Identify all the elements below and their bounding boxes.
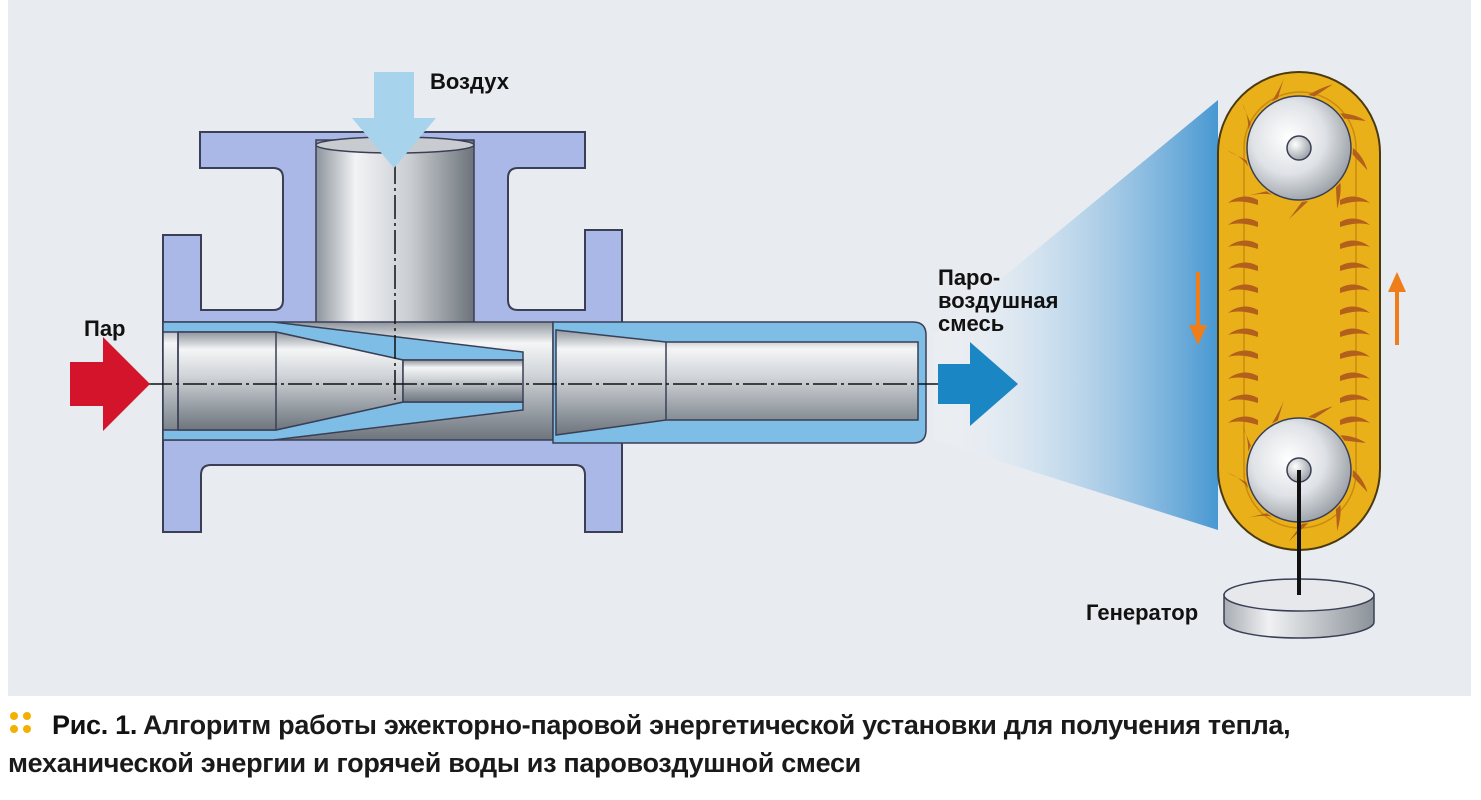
wheel-blade	[1352, 148, 1368, 171]
mix-label-line1: Паро-	[938, 265, 1000, 290]
turbine-blade	[1340, 240, 1370, 249]
air-label: Воздух	[430, 69, 510, 94]
turbine-blade	[1228, 218, 1258, 227]
air-arrow	[352, 72, 436, 168]
mix-label-line3: смесь	[938, 311, 1004, 336]
steam-label: Пар	[84, 316, 126, 341]
ejector-diagram: Воздух Пар Паро- воздушная смесь Генерат…	[8, 0, 1471, 696]
turbine-blade	[1228, 328, 1258, 337]
turbine-assembly	[1189, 71, 1406, 551]
wheel-blade	[1352, 470, 1368, 493]
turbine-blade	[1340, 394, 1370, 403]
turbine-blade	[1340, 196, 1370, 205]
turbine-blade	[1340, 328, 1370, 337]
top-hub	[1286, 135, 1312, 161]
wheel-blade	[1242, 103, 1251, 130]
turbine-blade	[1340, 218, 1370, 227]
turbine-blade	[1228, 262, 1258, 271]
wheel-blade	[1335, 182, 1341, 210]
figure-caption: Рис. 1.Алгоритм работы эжекторно-паровой…	[8, 706, 1478, 782]
caption-text-line1: Алгоритм работы эжекторно-паровой энерге…	[143, 710, 1291, 740]
turbine-blades-left	[1228, 196, 1258, 425]
wheel-blade	[1272, 399, 1285, 424]
turbine-blade	[1340, 306, 1370, 315]
turbine-blade	[1228, 394, 1258, 403]
nozzle-tip	[402, 359, 524, 403]
turbine-blade	[1228, 306, 1258, 315]
turbine-blade	[1228, 350, 1258, 359]
turbine-blade	[1228, 240, 1258, 249]
steam-arrow	[70, 337, 150, 431]
turbine-blade	[1228, 196, 1258, 205]
bullet-icon	[8, 710, 34, 736]
wheel-blades	[1227, 77, 1368, 542]
mix-label-line2: воздушная	[938, 288, 1058, 313]
caption-line-2: механической энергии и горячей воды из п…	[8, 748, 861, 778]
turbine-blade	[1340, 372, 1370, 381]
wheel-blade	[1242, 425, 1251, 452]
wheel-blade	[1340, 113, 1366, 122]
down-arrow	[1189, 272, 1207, 345]
mix-arrow	[938, 342, 1018, 426]
caption-line-1: Рис. 1.Алгоритм работы эжекторно-паровой…	[8, 706, 1478, 744]
figure-number: Рис. 1.	[52, 710, 138, 740]
generator-label: Генератор	[1086, 600, 1198, 625]
wheel-blade	[1308, 84, 1333, 97]
wheel-blade	[1308, 406, 1333, 419]
wheel-blade	[1245, 191, 1272, 197]
turbine-blade	[1228, 372, 1258, 381]
wheel-blade	[1272, 77, 1285, 102]
turbine-blade	[1340, 350, 1370, 359]
turbine-blade	[1340, 284, 1370, 293]
turbine-blade	[1228, 416, 1258, 425]
wheel-blade	[1335, 504, 1341, 532]
generator	[1223, 470, 1375, 639]
turbine-blade	[1340, 262, 1370, 271]
wheel-blade	[1245, 513, 1272, 519]
diffuser-cone	[555, 329, 919, 436]
wheel-blade	[1340, 435, 1366, 444]
up-arrow	[1388, 272, 1406, 345]
energy-beam	[933, 100, 1218, 530]
turbine-blade	[1228, 284, 1258, 293]
turbine-blades-right	[1340, 196, 1370, 425]
turbine-blade	[1340, 416, 1370, 425]
